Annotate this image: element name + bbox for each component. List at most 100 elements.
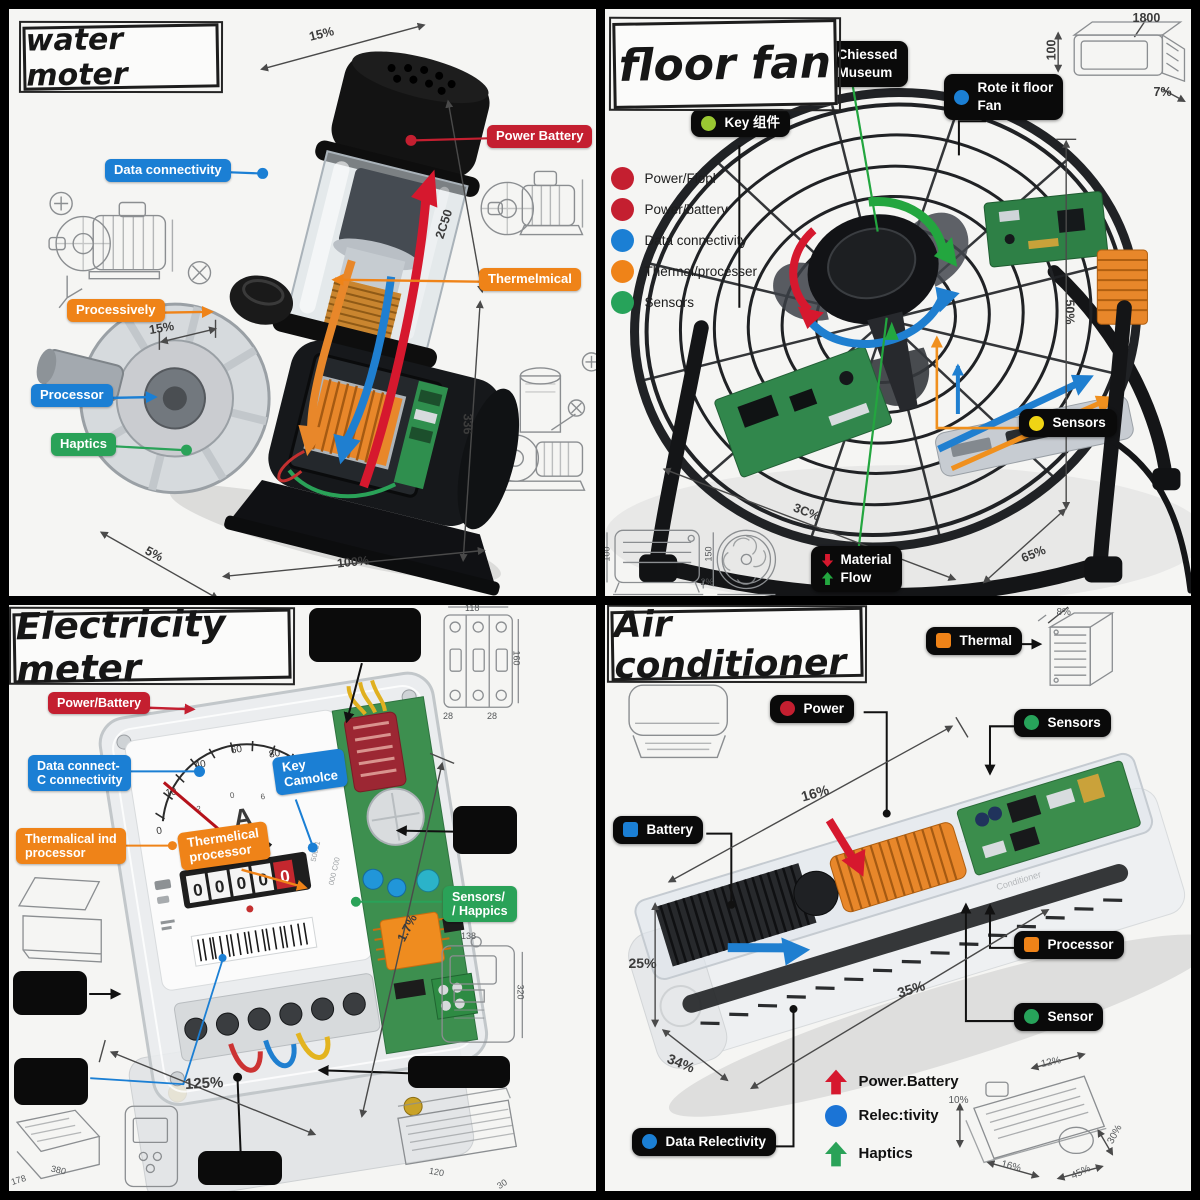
callout-text: Sensor xyxy=(1047,1008,1094,1024)
dim-sketch1-height: 100 xyxy=(604,546,612,562)
svg-text:0: 0 xyxy=(156,825,164,837)
callout-text: Sensors xyxy=(1047,714,1101,730)
orange-dot-icon xyxy=(610,260,634,283)
label-line: C connectivity xyxy=(37,772,123,787)
redacted-label xyxy=(408,1055,510,1088)
panel-title-electricity-meter: Electricity meter xyxy=(12,605,292,691)
panel-title-text: floor fan xyxy=(617,36,832,92)
dim-breaker-a: 28 xyxy=(443,710,454,721)
green-dot-icon xyxy=(1023,1009,1039,1025)
box-line-sketch xyxy=(1071,21,1185,83)
panel-title-text: water moter xyxy=(25,21,128,94)
label-haptics[interactable]: Haptics xyxy=(51,433,116,456)
redacted-label xyxy=(309,607,421,662)
redacted-label xyxy=(13,970,87,1015)
callout-text: Thermal xyxy=(959,632,1013,648)
redacted-label xyxy=(198,1150,282,1185)
red-dot-icon xyxy=(610,198,634,221)
callout-sensor[interactable]: Sensor xyxy=(1013,1002,1104,1031)
legend-label: Sensors xyxy=(644,295,695,310)
redacted-label xyxy=(453,805,517,854)
redacted-label xyxy=(14,1057,88,1105)
motor-line-sketch xyxy=(48,191,212,309)
svg-text:0: 0 xyxy=(214,876,226,896)
blue-square-icon xyxy=(622,822,638,838)
down-arrow-icon xyxy=(821,553,833,567)
label-power-battery[interactable]: Power Battery xyxy=(487,125,593,148)
fan-line-sketch xyxy=(712,529,776,596)
up-arrow-icon xyxy=(821,571,833,585)
water-motor-art xyxy=(36,22,596,596)
blue-dot-icon xyxy=(824,1104,847,1127)
label-processively[interactable]: Processively xyxy=(67,299,165,322)
callout-sensors[interactable]: Sensors xyxy=(1018,409,1117,438)
grille-line-sketch xyxy=(1037,611,1115,686)
dim-meter-height: 320 xyxy=(515,983,526,1000)
svg-text:6: 6 xyxy=(260,791,266,801)
panel-title-text: Air conditioner xyxy=(612,604,847,687)
label-processor[interactable]: Processor xyxy=(31,384,113,407)
label-data-connectivity[interactable]: Data connectivity xyxy=(105,159,231,182)
svg-text:60: 60 xyxy=(230,743,243,756)
callout-text: Sensors xyxy=(1052,415,1106,430)
label-thermelmical[interactable]: Thermelmical xyxy=(479,268,581,291)
panel-title-water-motor: water moter xyxy=(22,21,220,94)
panel-title-air-conditioner: Air conditioner xyxy=(609,605,864,687)
callout-text: Power xyxy=(803,700,845,716)
callout-text: Chiessed xyxy=(837,47,898,62)
label-power-battery[interactable]: Power/Battery xyxy=(48,691,151,714)
dim-width: 125% xyxy=(184,1073,224,1093)
label-thermalical-processor[interactable]: Thermalical ind processor xyxy=(16,827,126,865)
legend-label: Power.Battery xyxy=(858,1073,959,1090)
dimension-lines xyxy=(99,22,486,596)
pump-line-sketch-top xyxy=(480,170,584,236)
blue-dot-icon xyxy=(641,1134,657,1150)
green-up-arrow-icon xyxy=(824,1141,847,1166)
callout-text: Rote it floor xyxy=(977,80,1054,95)
callout-data-relectivity[interactable]: Data Relectivity xyxy=(631,1127,777,1156)
dim-plate-width: 120 xyxy=(428,1165,445,1178)
dim-sketch2-height: 150 xyxy=(703,546,714,562)
label-data-connectivity[interactable]: Data connect- C connectivity xyxy=(28,754,132,792)
svg-text:2: 2 xyxy=(196,804,202,814)
callout-text: Battery xyxy=(646,821,694,837)
label-line: / Happics xyxy=(452,903,508,918)
electricity-meter-illustration: 0 10 40 60 80 100 2 0 6 A 0 0 0 0 0 xyxy=(98,671,489,1191)
callout-text: Key 组件 xyxy=(724,115,781,130)
label-line: Data connect- xyxy=(37,758,120,773)
dim-left-height: 25% xyxy=(628,954,657,971)
callout-processor[interactable]: Processor xyxy=(1013,930,1124,959)
dim-box-width: 1800 xyxy=(1132,11,1161,25)
callout-battery[interactable]: Battery xyxy=(612,815,704,844)
dim-height2: 336 xyxy=(460,413,475,435)
yellow-green-dot-icon xyxy=(700,115,716,131)
svg-text:0: 0 xyxy=(235,873,247,893)
dim-fan-height: 50% xyxy=(1062,299,1077,325)
dim-breaker-height: 160 xyxy=(511,649,522,666)
yellow-dot-icon xyxy=(1028,415,1044,431)
svg-text:0: 0 xyxy=(229,790,235,800)
callout-sensors[interactable]: Sensors xyxy=(1013,708,1111,737)
callout-key-component[interactable]: Key 组件 xyxy=(690,109,791,138)
dimension-lines xyxy=(650,605,1113,1181)
dim-grille: 8% xyxy=(1056,606,1071,618)
legend-label: Power/Flopl xyxy=(644,171,716,186)
callout-material-flow[interactable]: Material Flow xyxy=(810,546,902,593)
floor-fan-illustration xyxy=(629,88,1148,552)
air-conditioner-art: Conditioner xyxy=(627,605,1191,1181)
label-sensors-happics[interactable]: Sensors/ / Happics xyxy=(443,885,517,923)
legend-item-thermal-processer: Thermal/processer xyxy=(610,260,757,283)
callout-text: Data Relectivity xyxy=(665,1133,767,1149)
red-dot-icon xyxy=(779,701,795,717)
dim-box-height: 100 xyxy=(1043,39,1058,61)
dim-breaker-b: 28 xyxy=(487,710,498,721)
callout-thermal[interactable]: Thermal xyxy=(925,626,1023,655)
orange-square-icon xyxy=(935,633,951,649)
dim-box-depth: 7% xyxy=(1153,85,1172,99)
label-line: Thermalical ind xyxy=(25,831,117,846)
callout-text: Processor xyxy=(1047,936,1114,952)
callout-power[interactable]: Power xyxy=(769,694,855,723)
